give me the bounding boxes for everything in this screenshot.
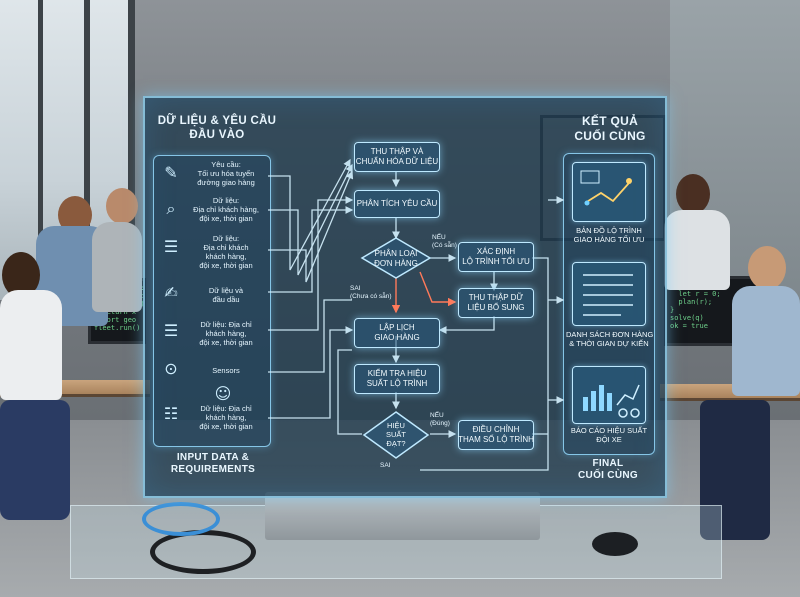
user-icon: ☺ bbox=[214, 384, 232, 403]
blue-cable-coil bbox=[142, 502, 220, 536]
person-head bbox=[748, 246, 786, 290]
input-label: Dữ liệu: Địa chỉ khách hàng, đội xe, thờ… bbox=[199, 320, 253, 347]
extra-data-box: THU THẬP DỮ LIỆU BỔ SUNG bbox=[458, 288, 534, 318]
collect-normalize-box: THU THẬP VÀ CHUẨN HÓA DỮ LIỆU bbox=[354, 142, 440, 172]
collect-normalize-label: THU THẬP VÀ CHUẨN HÓA DỮ LIỆU bbox=[355, 147, 439, 166]
person-head bbox=[106, 188, 138, 224]
input-label: Dữ liệu: Địa chỉ khách hàng, đội xe, thờ… bbox=[199, 404, 253, 431]
window-mullion bbox=[38, 0, 43, 300]
person-body bbox=[92, 222, 142, 312]
analyze-requirements-label: PHÂN TÍCH YÊU CẦU bbox=[356, 199, 438, 208]
no-unavailable-label: SAI (Chưa có sẵn) bbox=[350, 285, 392, 300]
left-column-title: DỮ LIỆU & YÊU CẦU ĐẦU VÀO bbox=[157, 115, 277, 141]
chart-icon bbox=[572, 366, 646, 424]
adjust-params-label: ĐIỀU CHỈNH THAM SỐ LỘ TRÌNH bbox=[458, 425, 534, 444]
person-legs bbox=[700, 400, 770, 540]
classify-orders-label: PHÂN LOẠI ĐƠN HÀNG bbox=[374, 249, 418, 268]
check-performance-box: KIỂM TRA HIỆU SUẤT LỘ TRÌNH bbox=[354, 364, 440, 394]
input-column bbox=[153, 155, 271, 447]
document-edit-icon: ✎ bbox=[164, 163, 178, 182]
performance-diamond bbox=[362, 411, 430, 459]
performance-label: HIỆU SUẤT ĐẠT? bbox=[385, 421, 406, 448]
yes-true-label: NẾU (Đúng) bbox=[430, 412, 450, 427]
display-stand bbox=[265, 492, 540, 540]
classify-orders-diamond bbox=[360, 237, 432, 279]
person-body bbox=[732, 286, 800, 396]
right-column-title: KẾT QUẢ CUỐI CÙNG bbox=[574, 114, 646, 143]
input-label: Dữ liệu: Địa chỉ khách khách hàng, đội x… bbox=[199, 234, 253, 270]
input-label: Yêu cầu: Tối ưu hóa tuyến đường giao hàn… bbox=[197, 160, 255, 187]
no-false-label: SAI bbox=[380, 462, 391, 469]
yes-available-label: NẾU (Có sẵn) bbox=[432, 234, 457, 249]
schedule-delivery-box: LẬP LỊCH GIAO HÀNG bbox=[354, 318, 440, 348]
adjust-params-box: ĐIỀU CHỈNH THAM SỐ LỘ TRÌNH bbox=[458, 420, 534, 450]
person-body bbox=[664, 210, 730, 290]
input-label: Dữ liệu: Địa chỉ khách hàng, đội xe, thờ… bbox=[193, 196, 259, 223]
optimal-route-label: XÁC ĐỊNH LỘ TRÌNH TỐI ƯU bbox=[462, 247, 530, 266]
check-performance-label: KIỂM TRA HIỆU SUẤT LỘ TRÌNH bbox=[366, 369, 428, 388]
input-label: Sensors bbox=[212, 366, 240, 375]
document-search-icon: ☷ bbox=[163, 404, 179, 423]
extra-data-label: THU THẬP DỮ LIỆU BỔ SUNG bbox=[467, 293, 525, 312]
window-mullion bbox=[128, 0, 135, 310]
search-icon: ⌕ bbox=[166, 199, 176, 218]
output-label: BÁO CÁO HIỆU SUẤT ĐỘI XE bbox=[570, 426, 648, 444]
window-mullion bbox=[84, 0, 90, 300]
edit-icon: ✍ bbox=[164, 283, 178, 302]
map-route-graphic bbox=[580, 170, 632, 206]
input-label: Dữ liệu và đầu dầu bbox=[208, 286, 244, 304]
schedule-delivery-label: LẬP LỊCH GIAO HÀNG bbox=[374, 323, 420, 342]
order-list-graphic bbox=[583, 274, 633, 316]
left-column-footer: INPUT DATA & REQUIREMENTS bbox=[170, 452, 256, 475]
performance-chart-graphic bbox=[583, 384, 640, 418]
list-icon bbox=[572, 262, 646, 326]
document-icon: ☰ bbox=[163, 321, 179, 340]
person-head bbox=[676, 174, 710, 214]
map-route-icon bbox=[572, 162, 646, 222]
computer-mouse bbox=[592, 532, 638, 556]
person-body bbox=[0, 290, 62, 400]
output-label: BẢN ĐỒ LỘ TRÌNH GIAO HÀNG TỐI ƯU bbox=[573, 226, 645, 244]
optimal-route-box: XÁC ĐỊNH LỘ TRÌNH TỐI ƯU bbox=[458, 242, 534, 272]
document-icon: ☰ bbox=[163, 237, 179, 256]
right-column-footer: FINAL CUỐI CÙNG bbox=[578, 458, 638, 481]
person-legs bbox=[0, 400, 70, 520]
analyze-requirements-box: PHÂN TÍCH YÊU CẦU bbox=[354, 190, 440, 218]
output-label: DANH SÁCH ĐƠN HÀNG & THỜI GIAN DỰ KIẾN bbox=[566, 330, 654, 348]
microphone-icon: ⊙ bbox=[164, 359, 178, 378]
